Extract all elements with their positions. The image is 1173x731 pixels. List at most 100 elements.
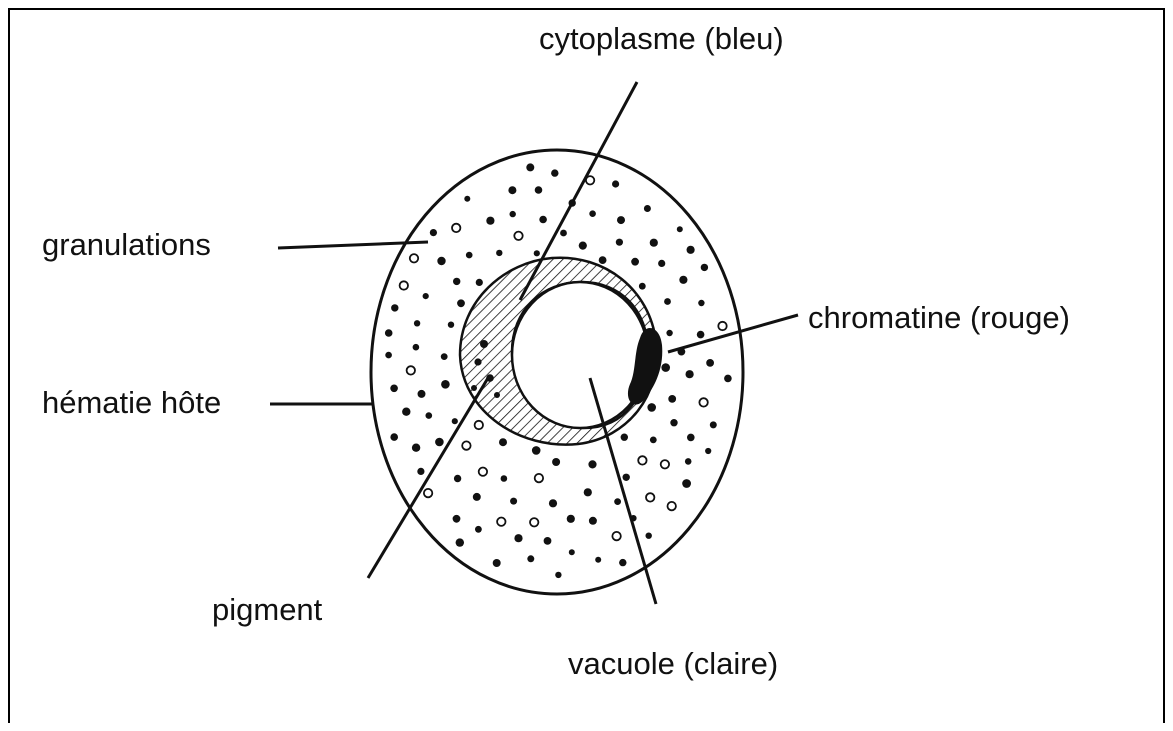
granulation-dot [670, 419, 677, 426]
granulation-dot [407, 366, 415, 374]
granulation-dot [385, 329, 393, 337]
granulation-dot [414, 320, 420, 326]
granulation-dot [724, 375, 732, 383]
granulation-dot [718, 322, 726, 330]
granulation-dot [452, 418, 458, 424]
granulation-dot [441, 353, 448, 360]
granulation-dot [589, 210, 596, 217]
granulation-dot [456, 538, 464, 546]
granulation-dot [699, 398, 707, 406]
granulation-dot [617, 216, 625, 224]
vacuole-outline [512, 282, 648, 428]
granulation-dot [623, 474, 630, 481]
granulation-dot [664, 298, 671, 305]
granulation-dot [697, 331, 705, 339]
granulation-dot [514, 534, 522, 542]
granulation-dot [532, 446, 541, 455]
granulation-dot [621, 434, 628, 441]
granulation-dot [508, 186, 516, 194]
granulation-dot [526, 163, 534, 171]
granulation-dot [579, 242, 587, 250]
granulation-dot [501, 475, 508, 482]
granulation-dot [430, 229, 437, 236]
granulation-dot [595, 557, 601, 563]
granulation-dot [710, 421, 717, 428]
granulation-dot [646, 493, 654, 501]
granulation-dot [486, 217, 494, 225]
granulation-dot [391, 304, 398, 311]
granulation-dot [453, 515, 461, 523]
granulation-dot [555, 572, 561, 578]
granulation-dot [668, 395, 676, 403]
label-granulations: granulations [42, 227, 211, 262]
granulation-dot [452, 224, 460, 232]
granulation-dot [464, 196, 470, 202]
granulation-dot [650, 239, 658, 247]
granulation-dot [687, 434, 695, 442]
granulation-dot [410, 254, 418, 262]
granulation-dot [567, 515, 575, 523]
granulation-dot [631, 258, 639, 266]
granulation-dot [413, 344, 420, 351]
granulation-dot [677, 226, 683, 232]
granulation-dot [454, 475, 461, 482]
granulation-dot [475, 526, 482, 533]
granulation-dot [466, 252, 473, 259]
granulation-dot [475, 421, 483, 429]
label-pigment: pigment [212, 592, 323, 627]
granulation-dot [424, 489, 432, 497]
granulation-dot [701, 264, 708, 271]
granulation-dot [462, 441, 470, 449]
granulation-dot [527, 555, 534, 562]
granulation-dot [588, 460, 596, 468]
granulation-dot [705, 448, 711, 454]
granulation-dot [638, 456, 646, 464]
granulation-dot [661, 460, 669, 468]
granulation-dot [650, 437, 657, 444]
granulation-dot [544, 537, 552, 545]
label-vacuole: vacuole (claire) [568, 646, 778, 681]
granulation-dot [479, 468, 487, 476]
granulation-dot [417, 468, 424, 475]
granulation-dot [530, 518, 538, 526]
granulation-dot [666, 330, 672, 336]
label-hematie: hématie hôte [42, 385, 221, 420]
granulation-dot [400, 281, 408, 289]
granulation-dot [679, 276, 687, 284]
granulation-dot [539, 216, 547, 224]
granulation-dot [584, 488, 592, 496]
granulation-dot [706, 359, 714, 367]
granulation-dot [661, 363, 670, 372]
granulation-dot [426, 412, 433, 419]
granulation-dot [686, 370, 694, 378]
granulation-dot [658, 260, 665, 267]
granulation-dot [390, 385, 398, 393]
granulation-dot [599, 256, 607, 264]
granulation-dot [552, 458, 560, 466]
granulation-dot [647, 403, 656, 412]
granulation-dot [435, 438, 444, 447]
granulation-dot [423, 293, 429, 299]
granulation-dot [619, 559, 626, 566]
granulation-dot [499, 438, 507, 446]
granulation-dot [551, 169, 558, 176]
granulation-dot [616, 239, 623, 246]
granulation-dot [589, 517, 597, 525]
granulation-dot [453, 278, 460, 285]
granulation-dot [510, 211, 516, 217]
granulation-dot [510, 498, 517, 505]
granulation-dot [535, 474, 543, 482]
granulation-dot [569, 549, 575, 555]
label-cytoplasme: cytoplasme (bleu) [539, 21, 784, 56]
granulation-dot [437, 257, 445, 265]
granulation-dot [412, 444, 420, 452]
label-chromatine: chromatine (rouge) [808, 300, 1070, 335]
granulation-dot [639, 283, 646, 290]
granulation-dot [402, 408, 410, 416]
granulation-dot [390, 433, 398, 441]
granulation-dot [385, 352, 392, 359]
granulation-dot [549, 499, 557, 507]
granulation-dot [493, 559, 501, 567]
granulation-dot [535, 186, 543, 194]
